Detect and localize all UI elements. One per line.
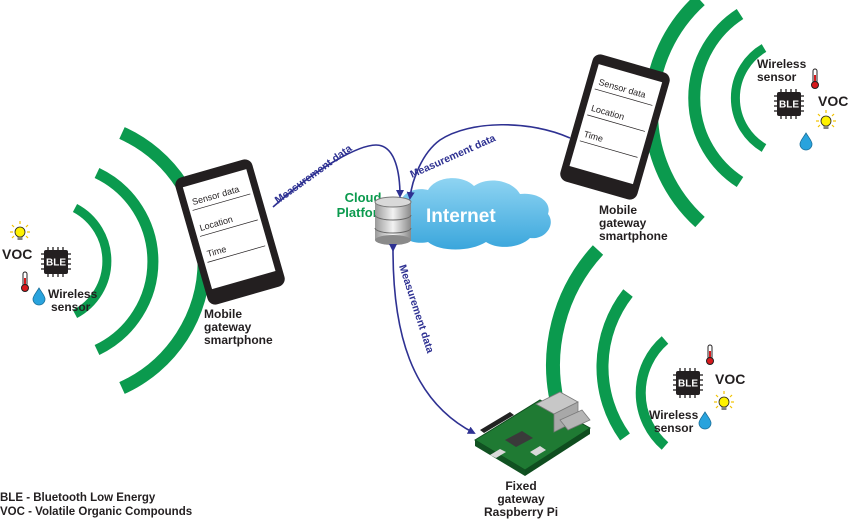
arrow-right-to-cloud bbox=[406, 123, 571, 200]
thermometer-icon bbox=[21, 271, 29, 292]
svg-text:Cloud: Cloud bbox=[345, 190, 382, 205]
measurement-label-right: Measurement data bbox=[408, 132, 497, 181]
mobile-gateway-label-left: Mobile gateway smartphone bbox=[204, 307, 273, 347]
water-drop-icon bbox=[799, 132, 813, 151]
wireless-sensor-label-top-right: Wireless sensor bbox=[757, 57, 807, 84]
pi-wireless-sensor: BLE bbox=[672, 367, 704, 399]
right-signal-waves bbox=[643, 0, 767, 228]
measurement-label-left: Measurement data bbox=[273, 142, 355, 206]
mobile-gateway-label-right: Mobile gateway smartphone bbox=[599, 203, 668, 243]
wireless-sensor-label-pi: Wireless sensor bbox=[649, 408, 699, 435]
water-drop-icon bbox=[698, 411, 712, 430]
left-signal-waves bbox=[72, 127, 211, 394]
legend: BLE - Bluetooth Low Energy VOC - Volatil… bbox=[0, 491, 192, 519]
light-bulb-icon bbox=[713, 390, 735, 411]
legend-ble: BLE - Bluetooth Low Energy bbox=[0, 492, 156, 504]
cloud-icon bbox=[398, 178, 551, 250]
left-wireless-sensor: BLE bbox=[40, 246, 72, 278]
wireless-sensor-label-left: Wireless sensor bbox=[48, 287, 98, 314]
measurement-label-bottom: Measurement data bbox=[396, 263, 436, 355]
database-icon bbox=[374, 196, 412, 245]
voc-label-top-right: VOC bbox=[818, 93, 849, 109]
fixed-gateway-label: Fixed gateway Raspberry Pi bbox=[484, 479, 559, 519]
right-smartphone: Sensor data Location Time bbox=[560, 54, 670, 200]
voc-label-pi: VOC bbox=[715, 371, 746, 387]
voc-label-left: VOC bbox=[2, 246, 33, 262]
svg-text:Internet: Internet bbox=[426, 206, 496, 227]
raspberry-pi-icon bbox=[474, 391, 591, 476]
light-bulb-icon bbox=[815, 109, 837, 130]
water-drop-icon bbox=[32, 287, 46, 306]
thermometer-icon bbox=[811, 68, 819, 89]
thermometer-icon bbox=[706, 344, 714, 365]
top-right-wireless-sensor: BLE bbox=[773, 88, 805, 120]
pi-signal-waves bbox=[546, 245, 669, 450]
svg-text:BLE: BLE bbox=[678, 379, 698, 390]
svg-text:BLE: BLE bbox=[779, 100, 799, 111]
legend-voc: VOC - Volatile Organic Compounds bbox=[0, 506, 193, 518]
light-bulb-icon bbox=[9, 220, 31, 241]
arrow-left-to-cloud bbox=[272, 144, 404, 208]
left-smartphone: Sensor data Location Time bbox=[175, 159, 285, 305]
svg-text:BLE: BLE bbox=[46, 258, 66, 269]
arrow-cloud-to-pi bbox=[388, 243, 476, 434]
